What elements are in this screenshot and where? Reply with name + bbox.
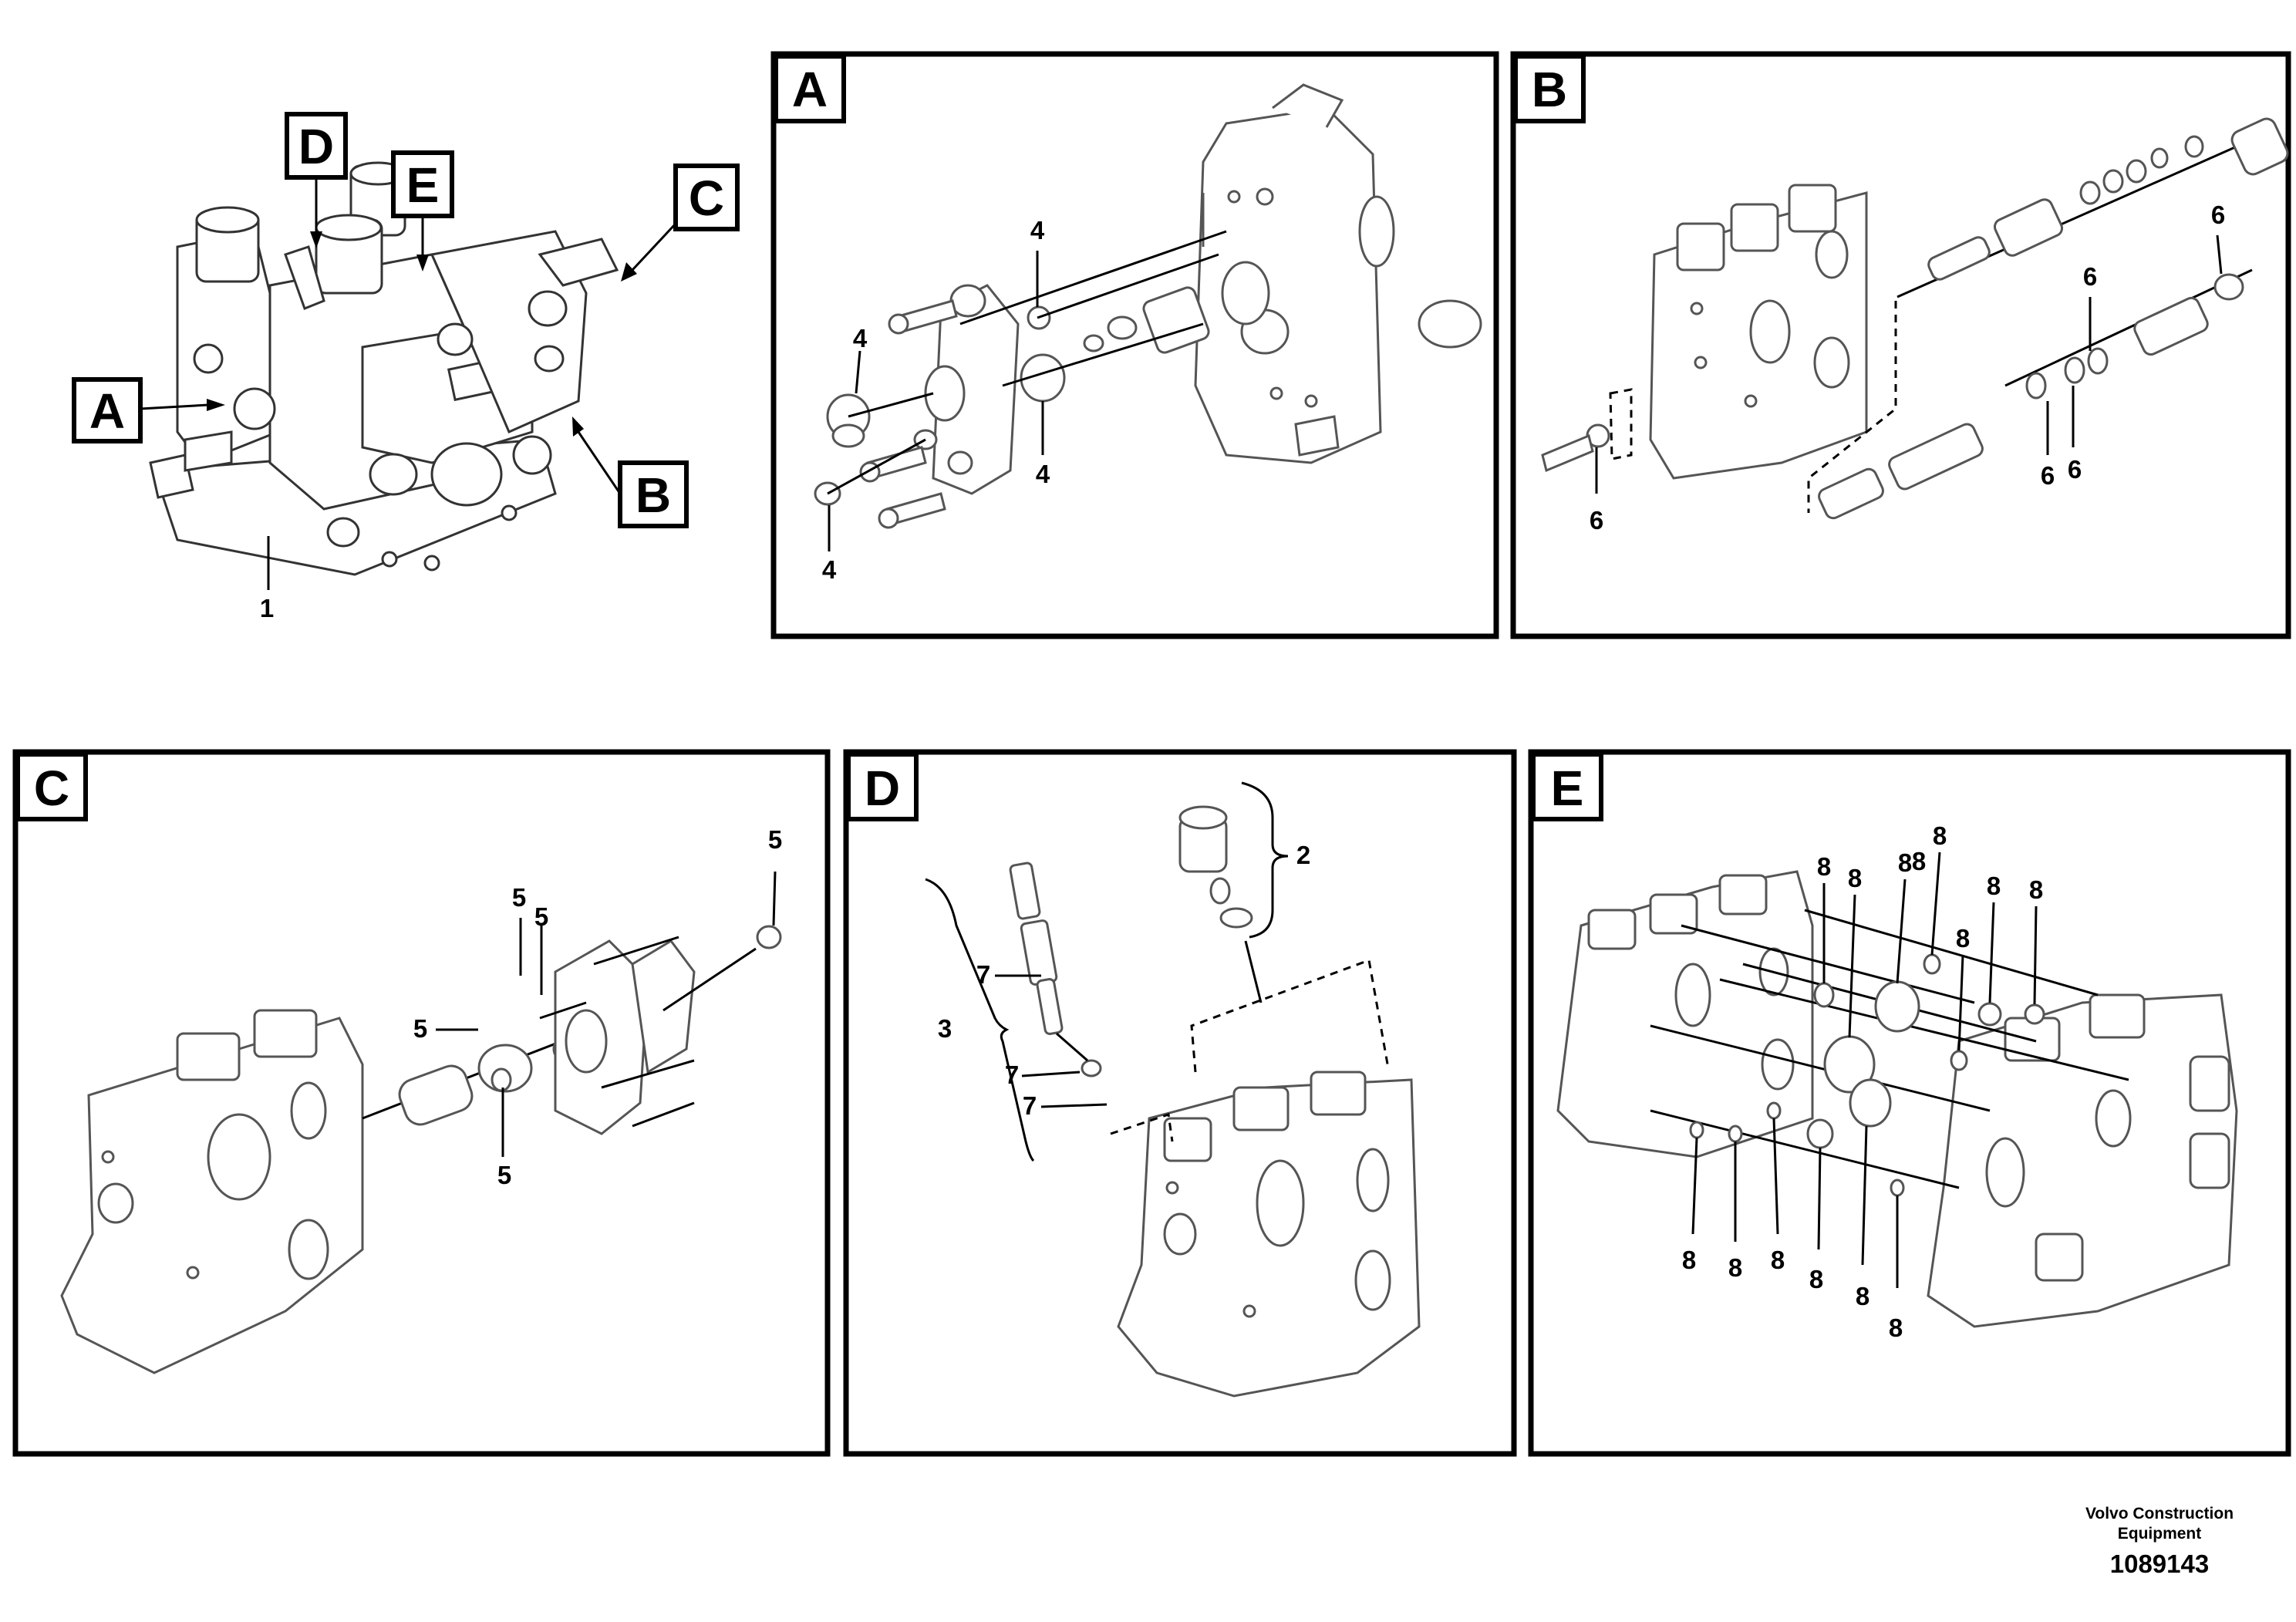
panel-a-label-3: 4 [853,324,868,352]
panel-c-label-4: 5 [413,1014,427,1043]
overview-callout-c: C [689,170,724,226]
overview-assembly: D E C A B 1 [72,112,740,622]
panel-e-label-14: 8 [1912,847,1926,875]
panel-b-label-1: 6 [2211,201,2225,229]
brand-line-1: Volvo Construction [2085,1505,2234,1523]
panel-c-label-5: 5 [497,1161,511,1189]
panel-d-label-2: 2 [1296,841,1310,869]
panel-e-label-10: 8 [1771,1246,1785,1274]
overview-callout-b: B [636,467,671,523]
panel-e-label-5: 8 [1956,924,1970,953]
overview-callout-d: D [298,119,334,174]
panel-e-label-4: 8 [1933,821,1947,850]
panel-e-label-2: 8 [1848,864,1862,892]
panel-b-letter: B [1532,62,1567,117]
panel-d-label-7a: 7 [976,960,990,989]
panel-b-frame [1510,51,2291,639]
document-number: 1089143 [2109,1549,2210,1578]
panel-e-label-13: 8 [1889,1313,1903,1342]
panel-b-label-2: 6 [2083,262,2097,291]
panel-b-label-4: 6 [2068,455,2082,484]
panel-c-label-2: 5 [512,883,526,912]
panel-e-label-8: 8 [1682,1246,1696,1274]
panel-c-label-1: 5 [768,825,782,854]
panel-e-label-1: 8 [1817,852,1831,881]
panel-a-letter: A [792,62,828,117]
panel-d-label-7b: 7 [1005,1061,1019,1089]
panel-a-label-2: 4 [1036,460,1050,488]
overview-callout-e: E [406,157,440,213]
panel-b: B 6 [1510,51,2291,639]
overview-callout-e-box [391,150,454,218]
panel-e-label-11: 8 [1809,1265,1823,1293]
panel-a-label-4: 4 [822,555,837,584]
overview-item-label: 1 [260,594,274,622]
brand-line-2: Equipment [2117,1525,2202,1543]
panel-b-label-5: 6 [1590,506,1603,534]
overview-callout-b-box [618,460,689,528]
panel-e-tag [1531,752,1603,821]
panel-e-label-9: 8 [1728,1253,1742,1282]
panel-d-tag [846,752,919,821]
panel-b-label-3: 6 [2041,461,2055,490]
panel-a: A [770,51,1499,639]
panel-c-letter: C [34,760,69,816]
panel-e-label-12: 8 [1856,1282,1870,1310]
panel-e-letter: E [1551,760,1584,816]
overview-callout-c-box [673,164,740,231]
panel-a-frame [770,51,1499,639]
panel-d-label-7c: 7 [1023,1091,1037,1120]
panel-d-label-3: 3 [938,1014,952,1043]
panel-c: C 5 5 5 5 5 [12,749,831,1457]
overview-callout-a-box [72,377,143,443]
panel-e: E [1528,749,2291,1457]
panel-c-tag [15,752,88,821]
overview-callout-d-box [285,112,348,180]
panel-e-label-6: 8 [1987,872,2001,900]
panel-a-tag [774,54,846,123]
footer: Volvo Construction Equipment 1089143 [2028,1504,2291,1581]
panel-d: D 2 3 7 7 [843,749,1517,1457]
panel-d-frame [843,749,1517,1457]
panel-d-letter: D [865,760,900,816]
panel-c-label-3: 5 [534,902,548,931]
panel-e-label-3: 8 [1898,848,1912,877]
panel-c-frame [12,749,831,1457]
panel-a-label-1: 4 [1030,216,1045,244]
panel-e-label-7: 8 [2029,875,2043,904]
panel-b-tag [1513,54,1586,123]
panel-e-frame [1528,749,2291,1457]
overview-callout-a: A [89,383,125,439]
